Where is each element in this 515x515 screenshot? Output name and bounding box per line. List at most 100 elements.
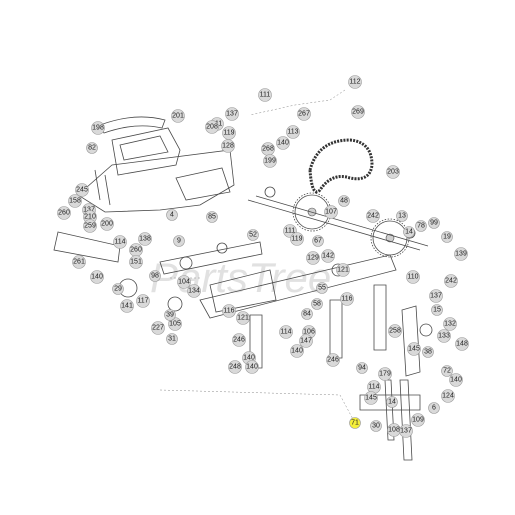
callout-30[interactable]: 30 — [370, 420, 382, 432]
callout-137[interactable]: 137 — [399, 424, 413, 438]
callout-bubble[interactable] — [173, 235, 185, 247]
callout-71[interactable]: 71 — [349, 417, 361, 429]
callout-bubble[interactable] — [221, 139, 235, 153]
callout-140[interactable]: 140 — [245, 360, 259, 374]
callout-117[interactable]: 117 — [136, 294, 150, 308]
callout-bubble[interactable] — [129, 255, 143, 269]
callout-198[interactable]: 198 — [91, 121, 105, 135]
callout-84[interactable]: 84 — [301, 308, 313, 320]
callout-259[interactable]: 259 — [83, 219, 97, 233]
callout-bubble[interactable] — [348, 75, 362, 89]
callout-142[interactable]: 142 — [321, 249, 335, 263]
callout-bubble[interactable] — [245, 360, 259, 374]
callout-133[interactable]: 133 — [437, 329, 451, 343]
callout-38[interactable]: 38 — [422, 346, 434, 358]
callout-29[interactable]: 29 — [112, 283, 124, 295]
callout-48[interactable]: 48 — [338, 195, 350, 207]
callout-bubble[interactable] — [228, 360, 242, 374]
callout-bubble[interactable] — [166, 333, 178, 345]
callout-bubble[interactable] — [407, 342, 421, 356]
callout-39[interactable]: 39 — [164, 309, 176, 321]
callout-bubble[interactable] — [431, 304, 443, 316]
callout-bubble[interactable] — [338, 195, 350, 207]
callout-119[interactable]: 119 — [290, 232, 304, 246]
callout-bubble[interactable] — [187, 284, 201, 298]
callout-15[interactable]: 15 — [431, 304, 443, 316]
callout-bubble[interactable] — [263, 154, 277, 168]
callout-bubble[interactable] — [441, 389, 455, 403]
callout-bubble[interactable] — [164, 309, 176, 321]
callout-111[interactable]: 111 — [258, 88, 272, 102]
callout-bubble[interactable] — [301, 308, 313, 320]
callout-151[interactable]: 151 — [129, 255, 143, 269]
callout-67[interactable]: 67 — [312, 235, 324, 247]
callout-bubble[interactable] — [406, 270, 420, 284]
callout-bubble[interactable] — [441, 231, 453, 243]
callout-bubble[interactable] — [326, 353, 340, 367]
callout-bubble[interactable] — [297, 107, 311, 121]
callout-bubble[interactable] — [68, 194, 82, 208]
callout-199[interactable]: 199 — [263, 154, 277, 168]
callout-bubble[interactable] — [306, 251, 320, 265]
callout-bubble[interactable] — [225, 107, 239, 121]
callout-bubble[interactable] — [86, 142, 98, 154]
callout-bubble[interactable] — [441, 365, 453, 377]
callout-201[interactable]: 201 — [171, 109, 185, 123]
callout-269[interactable]: 269 — [351, 105, 365, 119]
callout-bubble[interactable] — [312, 235, 324, 247]
callout-179[interactable]: 179 — [378, 367, 392, 381]
callout-31[interactable]: 31 — [166, 333, 178, 345]
callout-bubble[interactable] — [236, 311, 250, 325]
callout-112[interactable]: 112 — [348, 75, 362, 89]
callout-bubble[interactable] — [113, 235, 127, 249]
callout-104[interactable]: 104 — [177, 275, 191, 289]
callout-139[interactable]: 139 — [454, 247, 468, 261]
callout-267[interactable]: 267 — [297, 107, 311, 121]
callout-200[interactable]: 200 — [100, 217, 114, 231]
callout-6[interactable]: 6 — [428, 402, 440, 414]
callout-145[interactable]: 145 — [364, 391, 378, 405]
callout-bubble[interactable] — [454, 247, 468, 261]
callout-bubble[interactable] — [411, 413, 425, 427]
callout-110[interactable]: 110 — [406, 270, 420, 284]
callout-14[interactable]: 14 — [386, 396, 398, 408]
callout-52[interactable]: 52 — [247, 229, 259, 241]
callout-246[interactable]: 246 — [326, 353, 340, 367]
callout-121[interactable]: 121 — [336, 263, 350, 277]
callout-4[interactable]: 4 — [166, 209, 178, 221]
callout-98[interactable]: 98 — [149, 270, 161, 282]
callout-137[interactable]: 137 — [225, 107, 239, 121]
callout-bubble[interactable] — [206, 211, 218, 223]
callout-114[interactable]: 114 — [113, 235, 127, 249]
callout-245[interactable]: 245 — [75, 183, 89, 197]
callout-72[interactable]: 72 — [441, 365, 453, 377]
callout-124[interactable]: 124 — [441, 389, 455, 403]
callout-bubble[interactable] — [437, 329, 451, 343]
callout-bubble[interactable] — [351, 105, 365, 119]
callout-bubble[interactable] — [75, 183, 89, 197]
callout-109[interactable]: 109 — [411, 413, 425, 427]
callout-140[interactable]: 140 — [276, 136, 290, 150]
callout-bubble[interactable] — [388, 324, 402, 338]
callout-260[interactable]: 260 — [129, 243, 143, 257]
callout-121[interactable]: 121 — [236, 311, 250, 325]
callout-bubble[interactable] — [286, 125, 300, 139]
callout-bubble[interactable] — [151, 321, 165, 335]
callout-bubble[interactable] — [415, 220, 427, 232]
callout-bubble[interactable] — [396, 210, 408, 222]
callout-bubble[interactable] — [366, 209, 380, 223]
callout-bubble[interactable] — [72, 255, 86, 269]
callout-147[interactable]: 147 — [299, 334, 313, 348]
callout-242[interactable]: 242 — [444, 274, 458, 288]
callout-bubble[interactable] — [91, 121, 105, 135]
callout-14[interactable]: 14 — [403, 226, 415, 238]
callout-148[interactable]: 148 — [455, 337, 469, 351]
callout-bubble[interactable] — [136, 294, 150, 308]
callout-108[interactable]: 108 — [387, 423, 401, 437]
callout-13[interactable]: 13 — [396, 210, 408, 222]
callout-119[interactable]: 119 — [222, 126, 236, 140]
callout-bubble[interactable] — [449, 373, 463, 387]
callout-bubble[interactable] — [205, 120, 219, 134]
callout-bubble[interactable] — [290, 232, 304, 246]
callout-bubble[interactable] — [258, 88, 272, 102]
